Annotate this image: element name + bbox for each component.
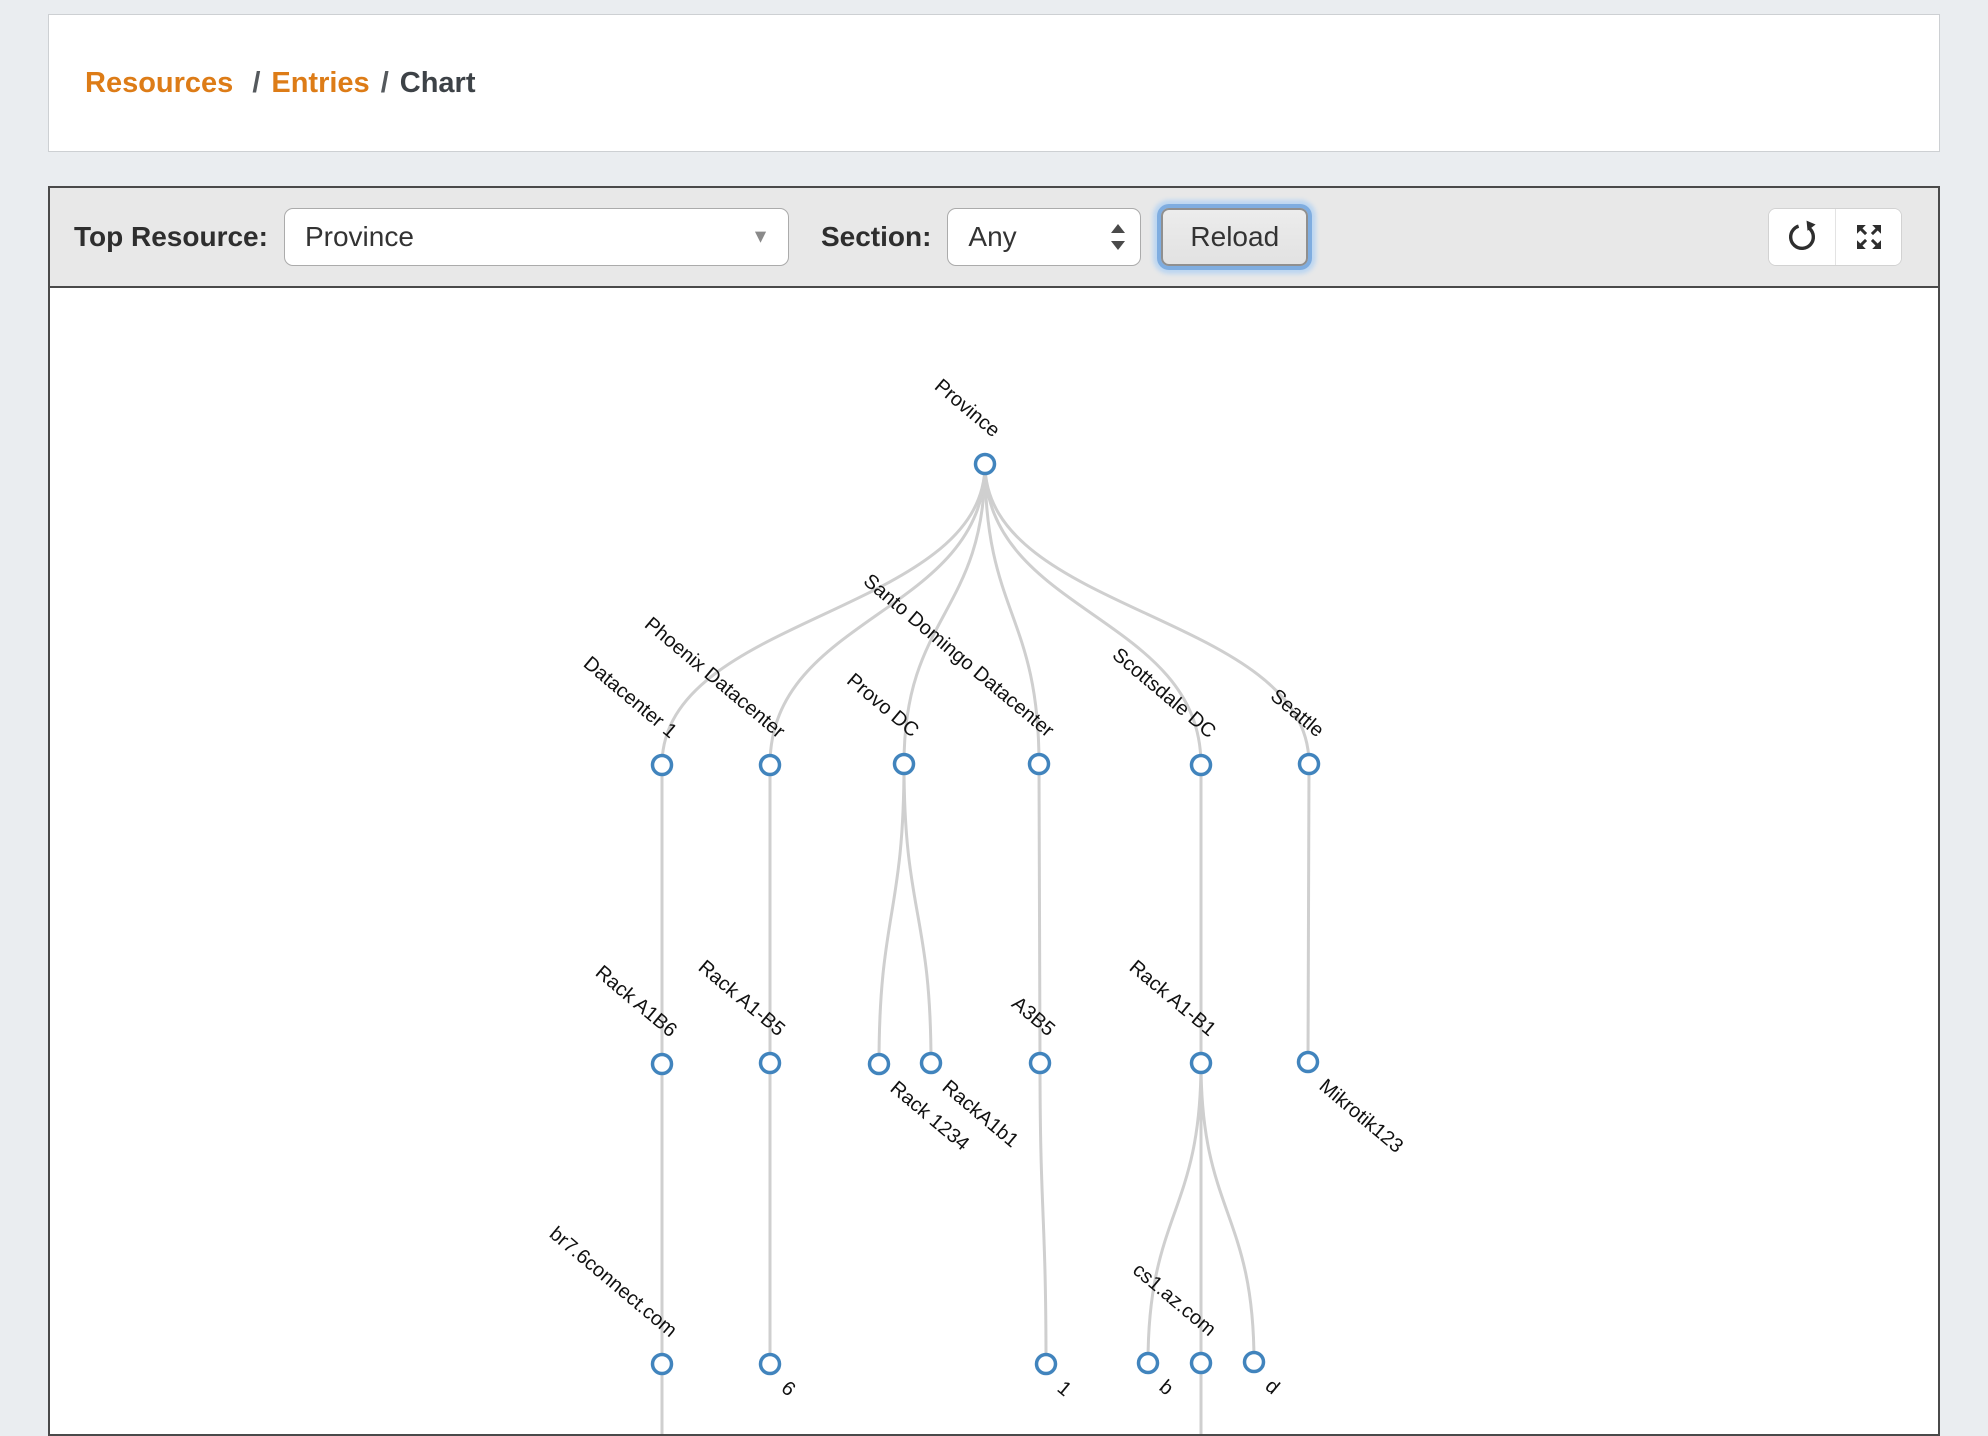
reload-button[interactable]: Reload	[1161, 208, 1309, 266]
tree-link	[983, 463, 1311, 765]
chevron-down-icon: ▼	[751, 226, 770, 248]
tree-node[interactable]	[892, 752, 916, 776]
refresh-icon	[1788, 220, 1816, 251]
breadcrumb-resources[interactable]: Resources	[85, 66, 234, 99]
chart-panel: Top Resource: Province ▼ Section: Any Re…	[48, 186, 1940, 1436]
top-resource-selected-value: Province	[304, 221, 414, 252]
tree-node[interactable]	[1027, 752, 1051, 776]
breadcrumb: Resources / Entries / Chart	[48, 14, 1940, 152]
top-resource-select[interactable]: Province ▼	[283, 208, 789, 266]
tree-link	[660, 463, 987, 766]
tree-node-label[interactable]: Province	[930, 375, 1004, 442]
tree-node[interactable]	[919, 1051, 943, 1075]
chart-toolbar: Top Resource: Province ▼ Section: Any Re…	[50, 188, 1938, 288]
tree-node[interactable]	[1028, 1051, 1052, 1075]
tree-link	[1306, 763, 1311, 1063]
section-selected-value: Any	[968, 221, 1017, 252]
tree-node-label[interactable]: Scottsdale DC	[1108, 644, 1220, 743]
tree-node[interactable]	[1189, 1351, 1213, 1375]
tree-node[interactable]	[758, 1051, 782, 1075]
tree-node-label-clipped: b	[1155, 1376, 1178, 1400]
tree-link	[1038, 1062, 1048, 1365]
tree-node[interactable]	[1136, 1351, 1160, 1375]
tree-link	[1146, 1062, 1203, 1364]
tree-node-label[interactable]: Mikrotik123	[1315, 1075, 1407, 1158]
tree-node[interactable]	[1034, 1352, 1058, 1376]
breadcrumb-separator: /	[252, 66, 261, 99]
tree-node[interactable]	[758, 1352, 782, 1376]
tree-node-label-clipped: 1	[1053, 1377, 1076, 1401]
tree-link	[877, 763, 906, 1065]
select-stepper-icon	[1108, 221, 1128, 253]
tree-link	[983, 463, 1203, 766]
refresh-button[interactable]	[1769, 209, 1835, 265]
tree-node[interactable]	[1297, 752, 1321, 776]
breadcrumb-current-chart: Chart	[399, 66, 476, 99]
page: { "breadcrumb": { "items": [ {"label": "…	[48, 14, 1940, 1436]
section-label: Section:	[820, 221, 932, 252]
breadcrumb-separator: /	[380, 66, 389, 99]
tree-node[interactable]	[650, 753, 674, 777]
tree-node[interactable]	[1189, 753, 1213, 777]
tree-link	[983, 463, 1041, 765]
tree-node-label[interactable]: Rack A1B6	[591, 961, 681, 1041]
tree-node-label[interactable]: Rack A1-B5	[694, 956, 789, 1041]
chart-action-buttons	[1768, 208, 1902, 266]
tree-link	[1037, 763, 1042, 1064]
tree-node-label-clipped: 6	[777, 1377, 800, 1401]
tree-link	[902, 463, 987, 765]
section-select[interactable]: Any	[947, 208, 1142, 266]
tree-link	[1199, 1062, 1256, 1363]
tree-node-label[interactable]: Seattle	[1266, 685, 1328, 742]
tree-node[interactable]	[867, 1052, 891, 1076]
tree-node[interactable]	[650, 1352, 674, 1376]
tree-node[interactable]	[1296, 1050, 1320, 1074]
tree-link	[902, 763, 933, 1064]
tree-node[interactable]	[758, 753, 782, 777]
tree-node-label[interactable]: cs1.az.com	[1128, 1259, 1220, 1341]
tree-node-label[interactable]: Rack A1-B1	[1125, 956, 1220, 1041]
breadcrumb-entries[interactable]: Entries	[271, 66, 370, 99]
top-resource-label: Top Resource:	[74, 221, 268, 252]
fullscreen-button[interactable]	[1835, 209, 1901, 265]
fullscreen-expand-icon	[1856, 225, 1881, 249]
tree-node-label[interactable]: A3B5	[1007, 993, 1059, 1041]
tree-node-label[interactable]: Provo DC	[842, 669, 923, 742]
tree-node-label[interactable]: Datacenter 1	[579, 652, 681, 742]
tree-node[interactable]	[650, 1052, 674, 1076]
tree-link	[768, 463, 987, 766]
tree-node-label-clipped: d	[1261, 1375, 1284, 1399]
tree-node[interactable]	[1242, 1350, 1266, 1374]
tree-node[interactable]	[1189, 1051, 1213, 1075]
tree-node[interactable]	[973, 452, 997, 476]
